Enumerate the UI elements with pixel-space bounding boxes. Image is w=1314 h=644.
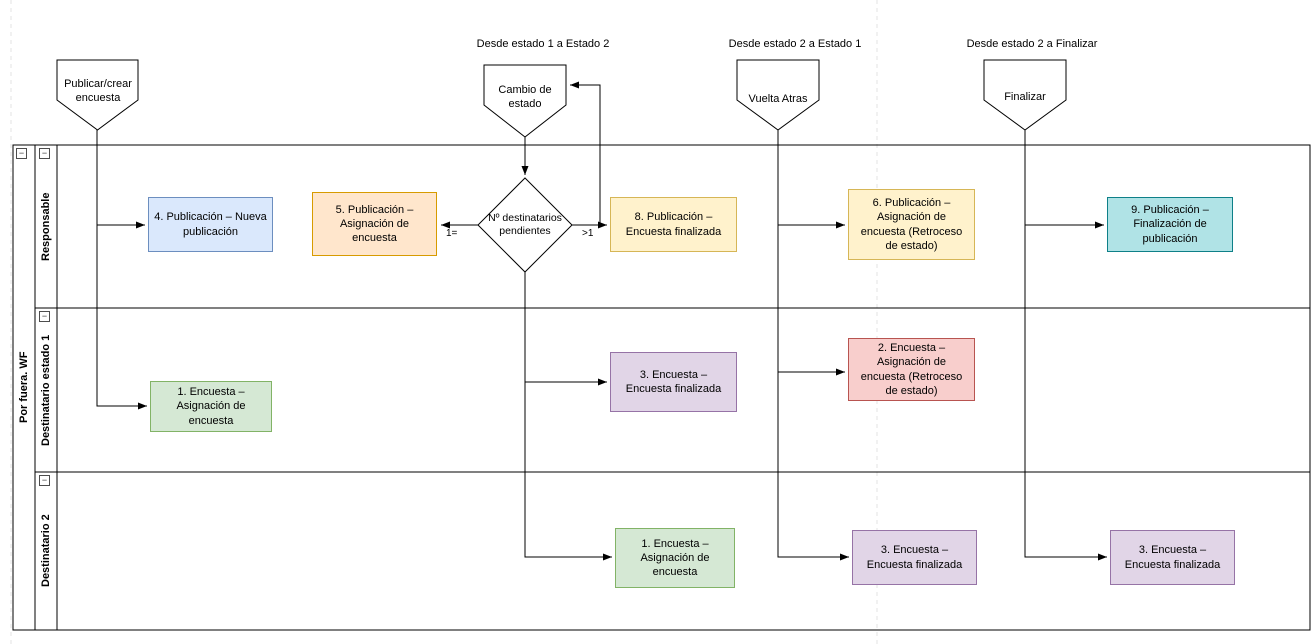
connector-publicar-to-task4[interactable] xyxy=(96,130,145,229)
flow-phase-header-2[interactable]: Desde estado 2 a Estado 1 xyxy=(728,38,862,50)
flow-phase-header-3[interactable]: Desde estado 2 a Finalizar xyxy=(966,38,1098,50)
minus-glyph: − xyxy=(41,311,48,321)
lane-title-responsable[interactable]: Responsable xyxy=(40,192,52,261)
minus-glyph: − xyxy=(18,148,25,158)
task-label: 1. Encuesta – Asignación de encuesta xyxy=(640,537,710,579)
task-3-encuesta-finalizada-dest2-a[interactable]: 3. Encuesta – Encuesta finalizada xyxy=(852,530,977,585)
lane-title-destinatario-2[interactable]: Destinatario 2 xyxy=(40,514,52,588)
shapes xyxy=(56,59,1067,273)
trigger-shape-cambio-estado[interactable] xyxy=(483,64,567,138)
pool-title[interactable]: Por fuera. WF xyxy=(18,351,30,424)
pool-borders xyxy=(12,144,1311,631)
connector-finalizar-to-task3-dest2b[interactable] xyxy=(1024,225,1107,561)
task-4-nueva-publicacion[interactable]: 4. Publicación – Nueva publicación xyxy=(148,197,273,252)
decision-diamond[interactable] xyxy=(477,177,573,273)
pool-outline xyxy=(12,144,1311,631)
decision-branch-label-left[interactable]: 1= xyxy=(446,228,458,239)
task-1-asignacion-encuesta-dest1[interactable]: 1. Encuesta – Asignación de encuesta xyxy=(150,381,272,432)
connector-vuelta-to-task3-dest2[interactable] xyxy=(777,372,849,561)
task-1-asignacion-encuesta-dest2[interactable]: 1. Encuesta – Asignación de encuesta xyxy=(615,528,735,588)
lane1-collapse-icon[interactable]: − xyxy=(39,148,50,159)
minus-glyph: − xyxy=(41,475,48,485)
task-label: 4. Publicación – Nueva publicación xyxy=(154,211,267,238)
task-2-retroceso-estado-dest1[interactable]: 2. Encuesta – Asignación de encuesta (Re… xyxy=(848,338,975,401)
task-label: 3. Encuesta – Encuesta finalizada xyxy=(625,368,722,395)
task-label: 1. Encuesta – Asignación de encuesta xyxy=(176,386,246,427)
trigger-shape-publicar-crear[interactable] xyxy=(56,59,139,131)
connector-vuelta-to-task2[interactable] xyxy=(777,225,845,376)
trigger-shape-vuelta-atras[interactable] xyxy=(736,59,820,131)
task-label: 2. Encuesta – Asignación de encuesta (Re… xyxy=(860,342,963,397)
connector-decision-to-task3-dest1[interactable] xyxy=(524,272,607,386)
task-9-finalizacion-publicacion[interactable]: 9. Publicación – Finalización de publica… xyxy=(1107,197,1233,252)
connector-publicar-to-task1-dest1[interactable] xyxy=(96,225,147,410)
task-label: 9. Publicación – Finalización de publica… xyxy=(1131,204,1209,245)
task-6-retroceso-estado[interactable]: 6. Publicación – Asignación de encuesta … xyxy=(848,189,975,260)
pool-collapse-icon[interactable]: − xyxy=(16,148,27,159)
minus-glyph: − xyxy=(41,148,48,158)
task-label: 6. Publicación – Asignación de encuesta … xyxy=(860,197,963,252)
flow-phase-header-1[interactable]: Desde estado 1 a Estado 2 xyxy=(476,38,610,50)
lane3-collapse-icon[interactable]: − xyxy=(39,475,50,486)
task-label: 8. Publicación – Encuesta finalizada xyxy=(625,211,722,238)
lane2-collapse-icon[interactable]: − xyxy=(39,311,50,322)
task-8-encuesta-finalizada[interactable]: 8. Publicación – Encuesta finalizada xyxy=(610,197,737,252)
task-3-encuesta-finalizada-dest1[interactable]: 3. Encuesta – Encuesta finalizada xyxy=(610,352,737,412)
lane-title-destinatario-estado-1[interactable]: Destinatario estado 1 xyxy=(40,334,52,446)
task-3-encuesta-finalizada-dest2-b[interactable]: 3. Encuesta – Encuesta finalizada xyxy=(1110,530,1235,585)
connector-loop-to-cambio-estado[interactable] xyxy=(570,81,601,225)
trigger-shape-finalizar[interactable] xyxy=(983,59,1067,131)
task-label: 3. Encuesta – Encuesta finalizada xyxy=(866,544,963,571)
task-5-asignacion-encuesta[interactable]: 5. Publicación – Asignación de encuesta xyxy=(312,192,437,256)
connector-vuelta-to-task6[interactable] xyxy=(777,130,845,229)
connector-decision-to-task1-dest2[interactable] xyxy=(524,382,612,561)
task-label: 5. Publicación – Asignación de encuesta xyxy=(335,203,414,245)
connector-finalizar-to-task9[interactable] xyxy=(1024,130,1104,229)
decision-branch-label-right[interactable]: >1 xyxy=(582,228,594,239)
task-label: 3. Encuesta – Encuesta finalizada xyxy=(1124,544,1221,571)
connectors xyxy=(96,81,1107,561)
